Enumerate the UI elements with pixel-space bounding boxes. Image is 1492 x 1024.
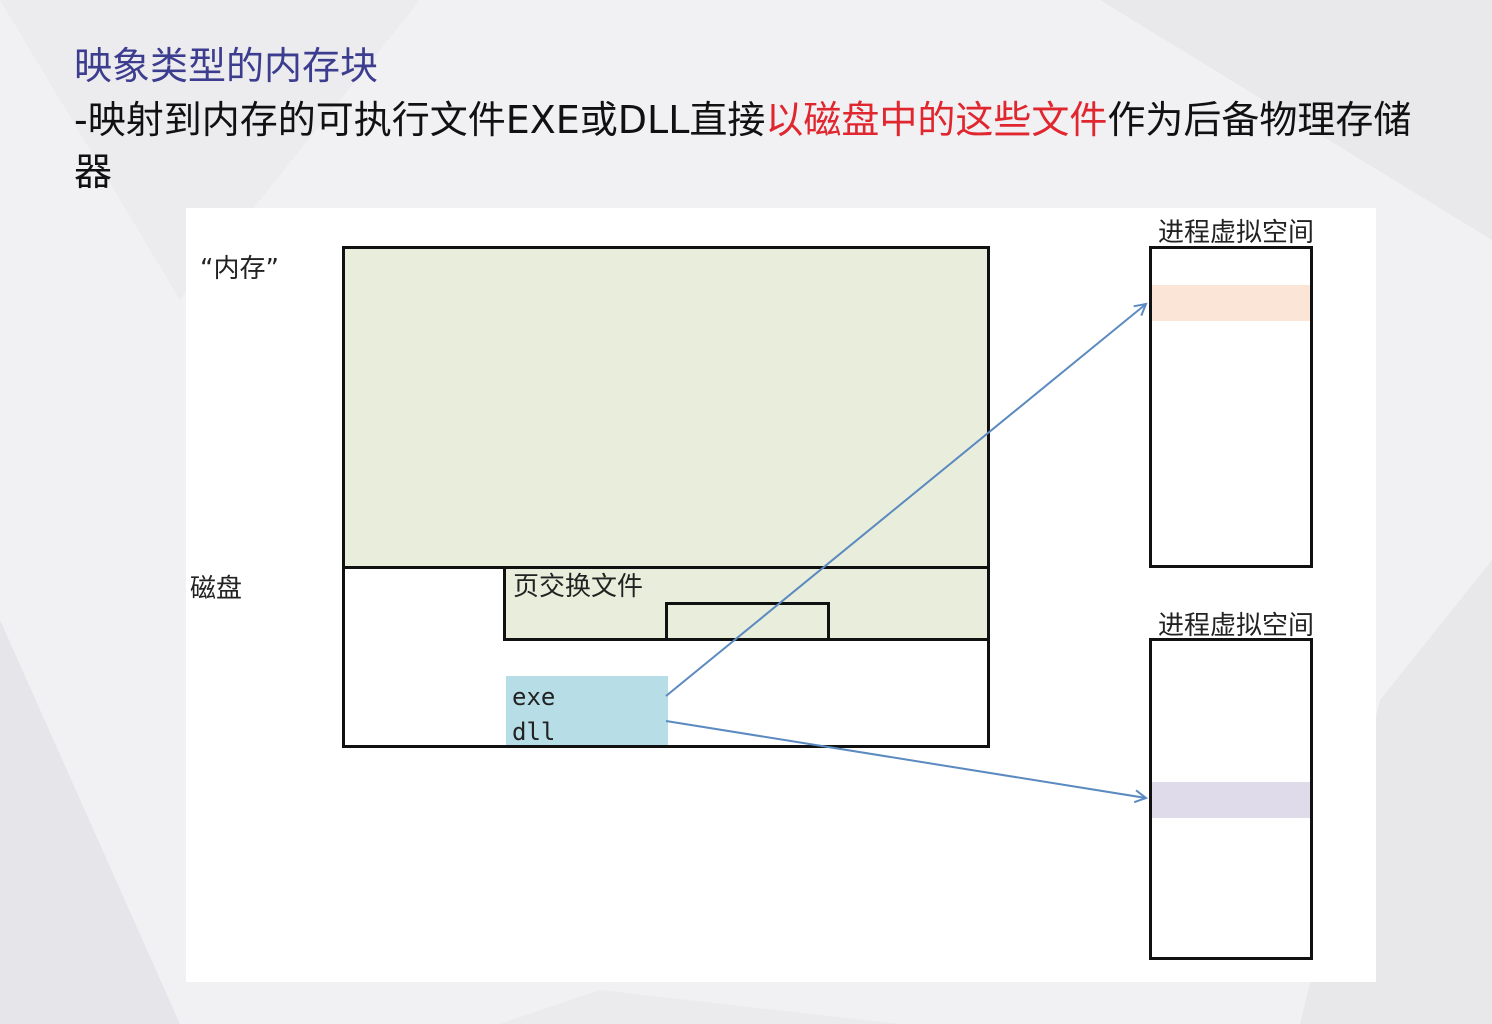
exe-dll-file-block — [506, 676, 668, 745]
process2-space — [1149, 638, 1313, 960]
process1-label: 进程虚拟空间 — [1158, 218, 1315, 248]
process2-label: 进程虚拟空间 — [1158, 611, 1315, 641]
pagefile-slot-box — [665, 602, 830, 641]
process2-mapped-region — [1152, 782, 1310, 818]
disk-label: 磁盘 — [190, 574, 243, 604]
memory-label: “内存” — [200, 254, 279, 284]
memory-box — [342, 246, 990, 570]
slide-title: 映象类型的内存块 — [74, 44, 379, 88]
memory-mapping-diagram: “内存” 磁盘 页交换文件 exe dll 进程虚拟空间 进程虚拟空间 — [186, 208, 1376, 982]
file-dll-label: dll — [512, 718, 556, 746]
subtitle-text-1: -映射到内存的可执行文件EXE或DLL直接 — [74, 98, 766, 142]
process1-mapped-region — [1152, 285, 1310, 321]
pagefile-label: 页交换文件 — [513, 572, 644, 602]
process1-space — [1149, 246, 1313, 568]
subtitle-highlight: 以磁盘中的这些文件 — [765, 98, 1108, 142]
slide-subtitle: -映射到内存的可执行文件EXE或DLL直接以磁盘中的这些文件作为后备物理存储器 — [74, 94, 1434, 198]
subtitle-text-2: 作为后备物理存储器 — [74, 98, 1412, 194]
file-exe-label: exe — [512, 683, 556, 711]
